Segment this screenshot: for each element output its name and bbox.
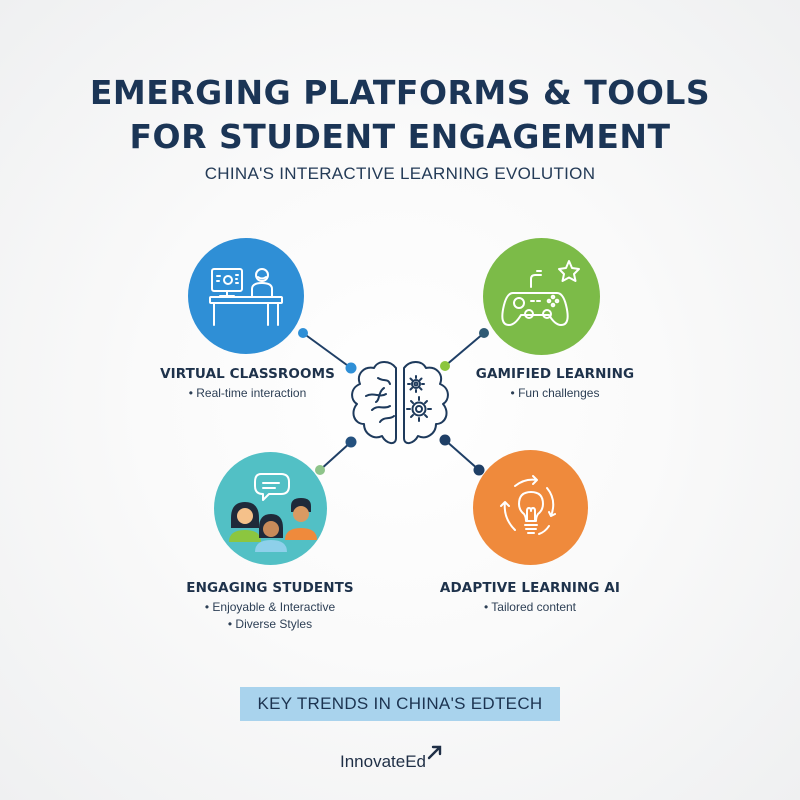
node-bullet: • Diverse Styles: [227, 617, 313, 631]
gamified-learning-label: GAMIFIED LEARNING • Fun challenges: [455, 366, 655, 400]
node-bullet: • Real-time interaction: [188, 386, 307, 400]
connector-dot: [345, 436, 357, 448]
node-title: VIRTUAL CLASSROOMS: [160, 366, 335, 382]
engaging-students-circle: [214, 452, 327, 565]
connector-dot: [439, 434, 451, 446]
key-trends-banner: KEY TRENDS IN CHINA'S EDTECH: [240, 687, 560, 721]
virtual-classrooms-label: VIRTUAL CLASSROOMS • Real-time interacti…: [140, 366, 355, 400]
students-chat-icon: [228, 472, 317, 552]
virtual-classrooms-circle: [188, 238, 304, 354]
title-line-2: FOR STUDENT ENGAGEMENT: [129, 117, 671, 156]
subtitle: CHINA'S INTERACTIVE LEARNING EVOLUTION: [204, 164, 596, 183]
node-bullet: • Enjoyable & Interactive: [204, 600, 336, 614]
arrow-up-right-icon: [427, 745, 442, 760]
node-title: ENGAGING STUDENTS: [186, 580, 354, 596]
connector-dot: [440, 361, 450, 371]
adaptive-learning-ai-circle: [473, 450, 588, 565]
engaging-students-label: ENGAGING STUDENTS • Enjoyable & Interact…: [170, 580, 370, 631]
node-bullet: • Tailored content: [483, 600, 577, 614]
lightbulb-cycle-icon: [499, 474, 556, 535]
adaptive-learning-ai-label: ADAPTIVE LEARNING AI • Tailored content: [430, 580, 630, 614]
gamified-learning-circle: [483, 238, 600, 355]
connector-dot: [315, 465, 325, 475]
node-title: ADAPTIVE LEARNING AI: [439, 580, 621, 596]
brand-logo: InnovateEd: [340, 742, 460, 772]
connector-dot: [473, 464, 485, 476]
computer-desk-user-icon: [209, 268, 283, 326]
game-controller-star-icon: [500, 259, 580, 326]
title-line-1: EMERGING PLATFORMS & TOOLS: [89, 73, 711, 112]
node-bullet: • Fun challenges: [510, 386, 600, 400]
connector-dot: [298, 328, 308, 338]
brand-name: InnovateEd: [340, 752, 427, 771]
connector-dot: [479, 328, 489, 338]
connector-dot: [345, 362, 357, 374]
node-title: GAMIFIED LEARNING: [475, 366, 635, 382]
